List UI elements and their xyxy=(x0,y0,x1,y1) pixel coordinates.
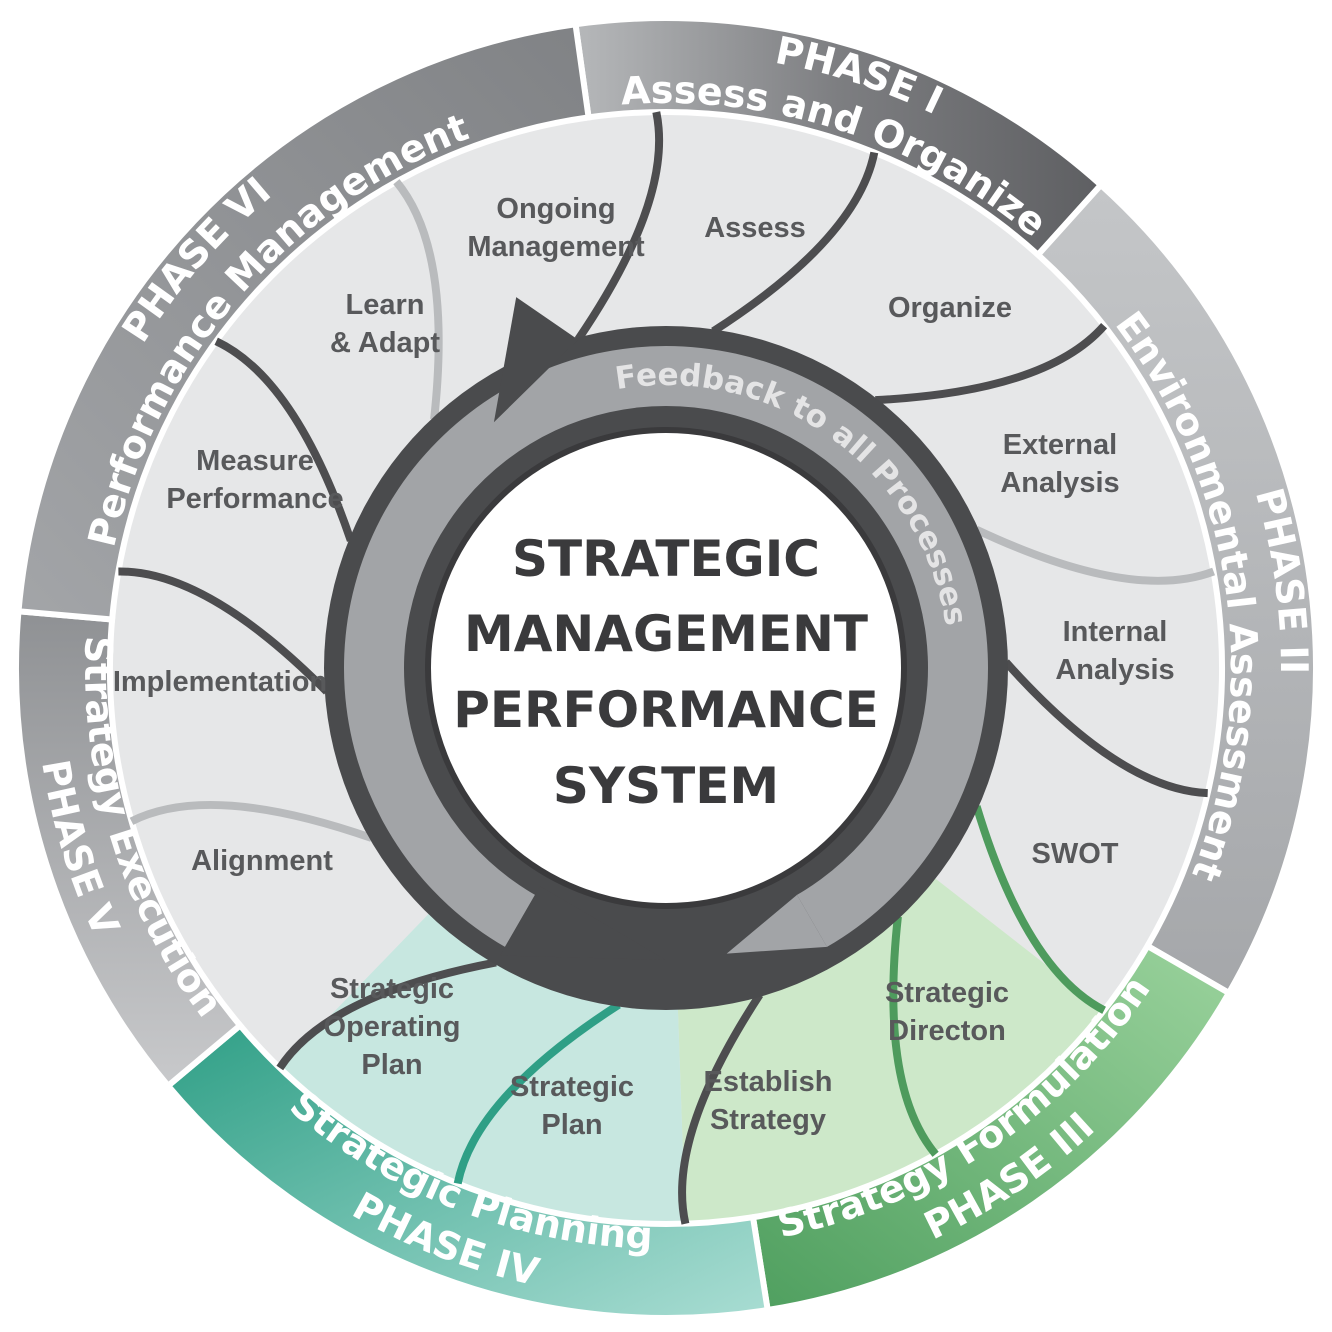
step-divider xyxy=(1002,659,1208,798)
step-label-line: Operating xyxy=(324,1011,461,1043)
feedback-arrow-tip-icon xyxy=(493,297,578,423)
step-divider xyxy=(972,805,1106,1014)
step-divider xyxy=(974,526,1216,585)
step-label-line: Implementation xyxy=(113,666,327,698)
step-label-line: Performance xyxy=(166,483,343,515)
step-label-line: Strategy xyxy=(710,1104,826,1136)
center-title-line: SYSTEM xyxy=(553,757,779,815)
step-divider xyxy=(393,179,443,420)
step-label-line: Directon xyxy=(888,1015,1006,1047)
step-divider xyxy=(875,323,1108,405)
step-label-line: Organize xyxy=(888,292,1012,324)
step-divider xyxy=(129,801,373,842)
step-divider xyxy=(214,337,355,542)
step-organize[interactable]: Organize xyxy=(888,292,1012,324)
feedback-arrow-head-icon xyxy=(500,886,666,960)
step-label-line: SWOT xyxy=(1032,838,1119,870)
center-title-line: MANAGEMENT xyxy=(464,605,868,663)
step-divider xyxy=(711,151,879,335)
step-divider xyxy=(678,992,764,1225)
step-divider xyxy=(276,958,497,1071)
step-alignment[interactable]: Alignment xyxy=(191,845,333,877)
phase-vi-band[interactable] xyxy=(15,20,592,623)
step-label-line: Internal xyxy=(1063,616,1168,648)
step-label-line: Ongoing xyxy=(496,193,615,225)
step-label-line: Analysis xyxy=(1000,467,1119,499)
feedback-arrow-tail xyxy=(726,894,827,954)
step-label-line: External xyxy=(1003,429,1117,461)
step-divider xyxy=(118,567,330,695)
step-learn-adapt[interactable]: Learn & Adapt xyxy=(330,289,440,359)
step-divider xyxy=(453,1001,621,1185)
step-label-line: Strategic xyxy=(885,977,1009,1009)
step-label-line: Measure xyxy=(196,445,314,477)
step-label-line: Assess xyxy=(704,212,806,244)
step-label-line: Strategic xyxy=(330,973,454,1005)
step-assess[interactable]: Assess xyxy=(704,212,806,244)
step-label-line: Alignment xyxy=(191,845,333,877)
step-label-line: Learn xyxy=(346,289,425,321)
step-label-line: Establish xyxy=(704,1066,833,1098)
step-label-line: & Adapt xyxy=(330,327,440,359)
center-circle xyxy=(425,427,907,909)
step-implementation[interactable]: Implementation xyxy=(113,666,327,698)
step-swot[interactable]: SWOT xyxy=(1032,838,1119,870)
step-label-line: Management xyxy=(467,231,645,263)
phase-iii-steps-area xyxy=(677,871,1105,1224)
center-title-line: PERFORMANCE xyxy=(453,681,879,739)
center-title-line: STRATEGIC xyxy=(512,530,820,588)
step-label-line: Strategic xyxy=(510,1071,634,1103)
step-label-line: Plan xyxy=(361,1049,422,1081)
step-label-line: Plan xyxy=(541,1109,602,1141)
step-divider xyxy=(889,916,939,1157)
step-divider xyxy=(574,111,664,342)
step-label-line: Analysis xyxy=(1055,654,1174,686)
